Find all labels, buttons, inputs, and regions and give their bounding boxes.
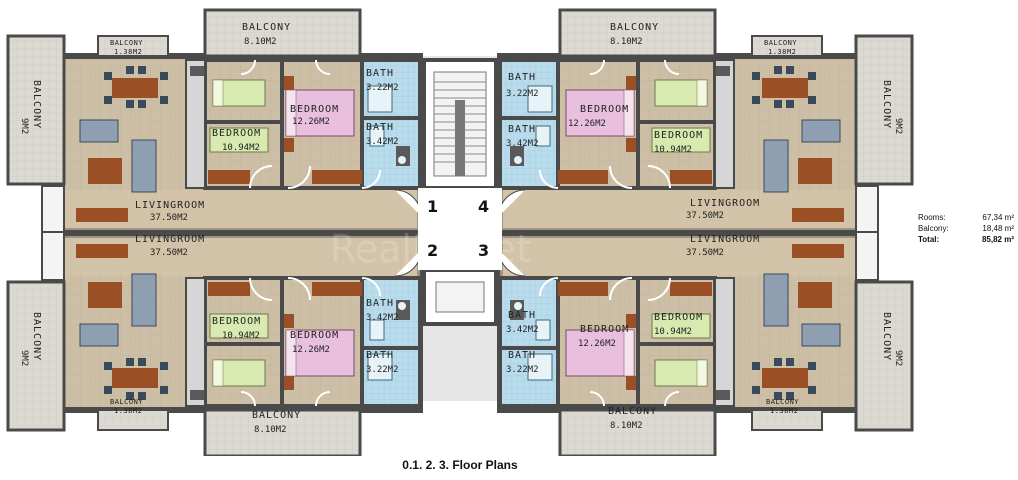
bedroom-area: 10.94M2: [222, 331, 260, 341]
bath-area: 3.42M2: [506, 139, 539, 149]
bedroom-label: BEDROOM: [212, 316, 261, 327]
total-value: 85,82 m²: [981, 235, 1014, 244]
balcony-label: BALCONY: [110, 398, 143, 406]
balcony-row: Balcony: 18,48 m²: [918, 223, 1014, 234]
balcony-label: BALCONY: [881, 312, 892, 361]
bedroom-label: BEDROOM: [290, 330, 339, 341]
balcony-area: 8.10M2: [254, 425, 287, 435]
livingroom-label: LIVINGROOM: [690, 234, 760, 245]
bath-label: BATH: [366, 68, 394, 79]
apartment-number-3: 3: [478, 241, 489, 260]
bedroom-area: 12.26M2: [578, 339, 616, 349]
apartment-1-labels: 1 LIVINGROOM 37.50M2 BEDROOM 10.94M2 BED…: [19, 22, 438, 223]
bedroom-label: BEDROOM: [580, 324, 629, 335]
apartment-1: [8, 10, 421, 234]
bath-label: BATH: [366, 350, 394, 361]
plan-caption: 0.1. 2. 3. Floor Plans: [402, 458, 518, 472]
balcony-area: 8.10M2: [610, 421, 643, 431]
bedroom-area: 10.94M2: [654, 145, 692, 155]
balcony-area: 8.10M2: [610, 37, 643, 47]
balcony-area: 9M2: [19, 350, 29, 366]
apartment-2-labels: 2 LIVINGROOM 37.50M2 BEDROOM 10.94M2 BED…: [19, 234, 438, 435]
bedroom-label: BEDROOM: [580, 104, 629, 115]
balcony-area: 1.38M2: [768, 48, 796, 56]
bath-area: 3.22M2: [506, 365, 539, 375]
balcony-area: 1.38M2: [114, 407, 142, 415]
apartment-number-1: 1: [427, 197, 438, 216]
apartment-4-labels: 4 LIVINGROOM 37.50M2 BEDROOM 10.94M2 BED…: [478, 22, 903, 221]
total-label: Total:: [918, 235, 940, 244]
bedroom-area: 10.94M2: [222, 143, 260, 153]
area-summary: Rooms: 67,34 m² Balcony: 18,48 m² Total:…: [918, 212, 1014, 245]
balcony-area: 9M2: [893, 350, 903, 366]
balcony-label: BALCONY: [610, 22, 659, 33]
rooms-row: Rooms: 67,34 m²: [918, 212, 1014, 223]
livingroom-label: LIVINGROOM: [135, 234, 205, 245]
balcony-area: 9M2: [19, 118, 29, 134]
bath-label: BATH: [508, 72, 536, 83]
bedroom-label: BEDROOM: [212, 128, 261, 139]
total-row: Total: 85,82 m²: [918, 234, 1014, 245]
bath-area: 3.22M2: [366, 365, 399, 375]
bath-area: 3.42M2: [506, 325, 539, 335]
balcony-label: BALCONY: [608, 406, 657, 417]
bedroom-label: BEDROOM: [654, 312, 703, 323]
apartment-3-labels: 3 LIVINGROOM 37.50M2 BEDROOM 10.94M2 BED…: [478, 234, 903, 431]
livingroom-area: 37.50M2: [150, 213, 188, 223]
bedroom-area: 12.26M2: [292, 345, 330, 355]
bath-area: 3.22M2: [366, 83, 399, 93]
balcony-label: BALCONY: [110, 39, 143, 47]
livingroom-area: 37.50M2: [686, 211, 724, 221]
apartment-number-4: 4: [478, 197, 489, 216]
balcony-area: 1.38M2: [114, 48, 142, 56]
floor-plan: RealPlanet 1 LIVINGROOM 37.50M2 BEDROOM …: [0, 0, 920, 456]
bath-label: BATH: [366, 122, 394, 133]
balcony-area: 1.38M2: [770, 407, 798, 415]
balcony-label: BALCONY: [31, 312, 42, 361]
livingroom-label: LIVINGROOM: [690, 198, 760, 209]
bedroom-label: BEDROOM: [290, 104, 339, 115]
bedroom-label: BEDROOM: [654, 130, 703, 141]
bath-area: 3.42M2: [366, 313, 399, 323]
apartment-3: [499, 232, 912, 456]
rooms-label: Rooms:: [918, 213, 946, 222]
bath-label: BATH: [508, 124, 536, 135]
staircase: [418, 58, 502, 326]
balcony-label: BALCONY: [881, 80, 892, 129]
livingroom-label: LIVINGROOM: [135, 200, 205, 211]
bedroom-area: 12.26M2: [568, 119, 606, 129]
bath-label: BATH: [366, 298, 394, 309]
balcony-label: BALCONY: [252, 410, 301, 421]
balcony-label: BALCONY: [764, 39, 797, 47]
balcony-area: 9M2: [893, 118, 903, 134]
bath-label: BATH: [508, 350, 536, 361]
balcony-summary-label: Balcony:: [918, 224, 949, 233]
balcony-area: 8.10M2: [244, 37, 277, 47]
bedroom-area: 12.26M2: [292, 117, 330, 127]
bath-area: 3.22M2: [506, 89, 539, 99]
rooms-value: 67,34 m²: [982, 213, 1014, 222]
watermark: RealPlanet: [330, 227, 531, 271]
livingroom-area: 37.50M2: [686, 248, 724, 258]
balcony-summary-value: 18,48 m²: [982, 224, 1014, 233]
balcony-label: BALCONY: [766, 398, 799, 406]
bedroom-area: 10.94M2: [654, 327, 692, 337]
balcony-label: BALCONY: [242, 22, 291, 33]
bath-label: BATH: [508, 310, 536, 321]
livingroom-area: 37.50M2: [150, 248, 188, 258]
apartment-number-2: 2: [427, 241, 438, 260]
balcony-label: BALCONY: [31, 80, 42, 129]
bath-area: 3.42M2: [366, 137, 399, 147]
